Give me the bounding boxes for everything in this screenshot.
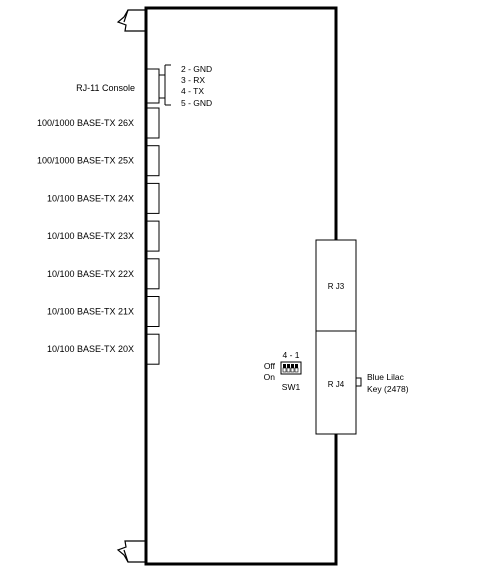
console-pin-5: 5 - GND: [181, 98, 212, 108]
port-labels: 100/1000 BASE-TX 26X 100/1000 BASE-TX 25X…: [37, 118, 134, 354]
port-connector: [146, 333, 160, 365]
console-pin-3: 3 - RX: [181, 75, 205, 85]
bottom-ejector: [116, 540, 146, 563]
dip-switch: [280, 361, 302, 375]
console-connector: [146, 68, 160, 104]
port-connector: [146, 182, 160, 214]
console-pin-bracket: [159, 64, 171, 106]
port-connector: [146, 107, 160, 139]
rj3-label: R J3: [328, 282, 345, 291]
port-label: 10/100 BASE-TX 21X: [47, 307, 134, 317]
rj4-label: R J4: [328, 380, 345, 389]
port-connectors: [146, 107, 160, 365]
key-tab: [355, 377, 362, 387]
console-pin-4: 4 - TX: [181, 86, 204, 96]
switch-range-label: 4 - 1: [282, 350, 299, 360]
port-label: 100/1000 BASE-TX 25X: [37, 156, 134, 166]
switch-on-label: On: [264, 372, 276, 382]
port-label: 100/1000 BASE-TX 26X: [37, 118, 134, 128]
card-outline: [144, 6, 338, 566]
key-label-line1: Blue Lilac: [367, 372, 405, 382]
port-connector: [146, 258, 160, 290]
top-ejector: [116, 9, 146, 32]
port-connector: [146, 296, 160, 327]
console-pin-2: 2 - GND: [181, 64, 212, 74]
console-label: RJ-11 Console: [76, 83, 135, 93]
key-label-line2: Key (2478): [367, 384, 409, 394]
port-label: 10/100 BASE-TX 24X: [47, 193, 134, 203]
switch-off-label: Off: [264, 361, 276, 371]
port-connector: [146, 220, 160, 252]
rj-module-outline: [315, 239, 357, 435]
switch-name-label: SW1: [282, 382, 301, 392]
port-label: 10/100 BASE-TX 23X: [47, 231, 134, 241]
port-label: 10/100 BASE-TX 22X: [47, 269, 134, 279]
port-label: 10/100 BASE-TX 20X: [47, 344, 134, 354]
port-connector: [146, 145, 160, 177]
